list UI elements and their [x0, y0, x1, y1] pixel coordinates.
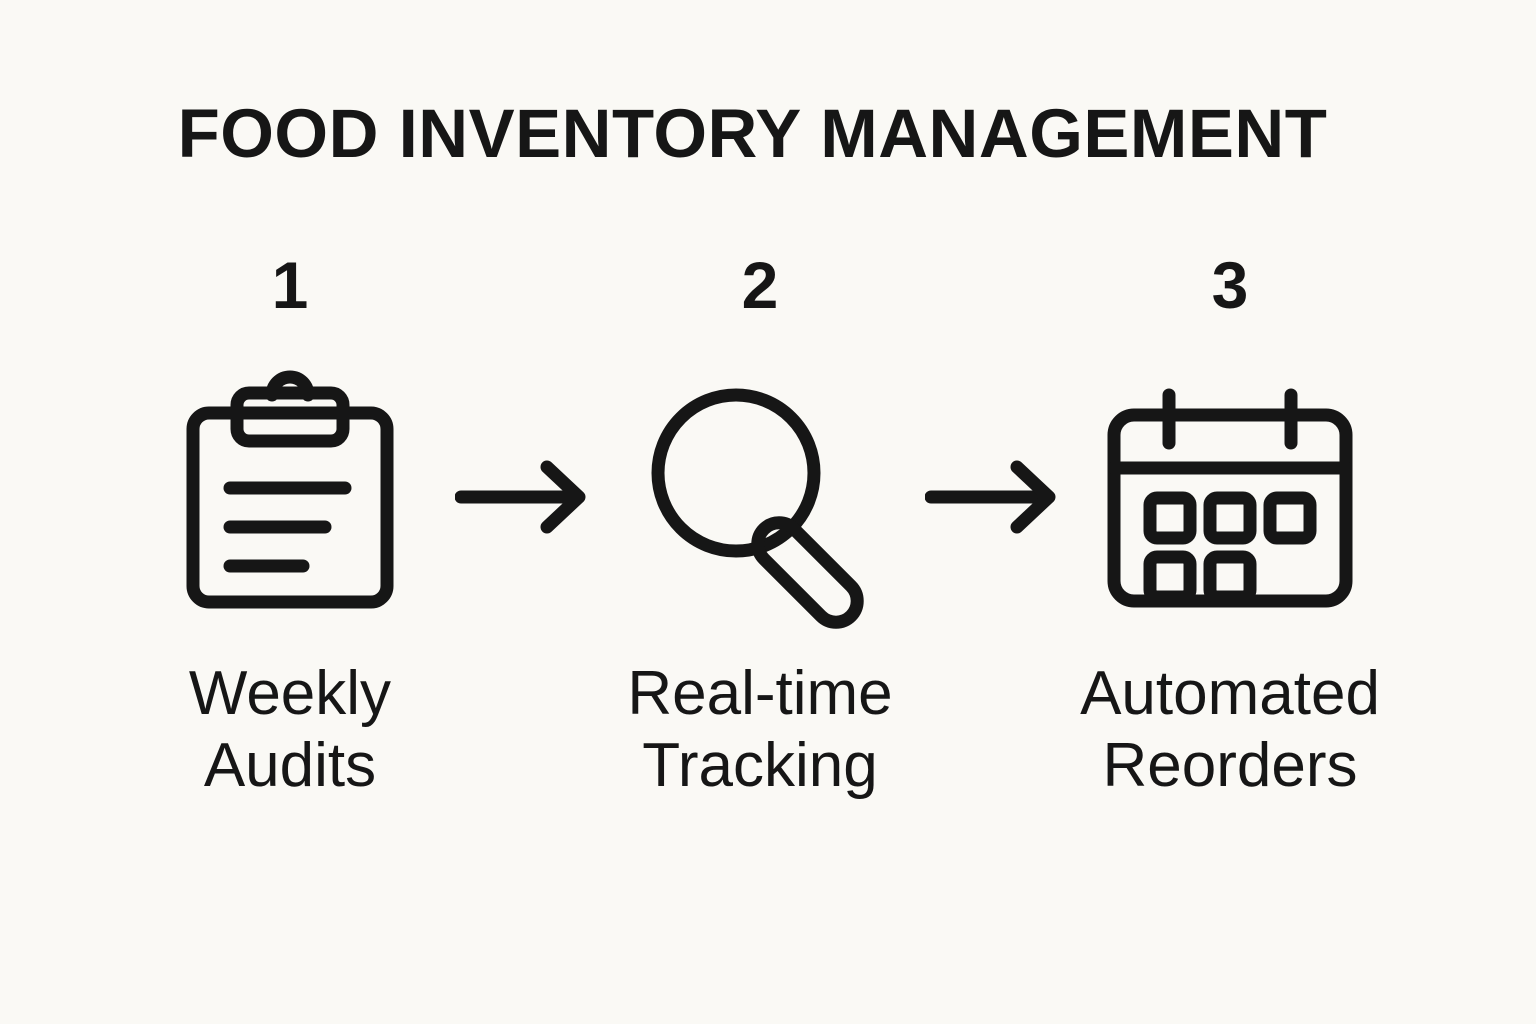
magnifier-icon [635, 372, 885, 629]
process-steps: 1 Weekly Audits [0, 252, 1520, 812]
calendar-icon [1105, 372, 1355, 622]
step-label-3: Automated Reorders [1080, 659, 1380, 800]
step-number-1: 1 [271, 248, 309, 322]
step-label-2: Real-time Tracking [627, 659, 893, 800]
step-number-3: 3 [1211, 248, 1249, 322]
clipboard-icon [165, 370, 415, 622]
arrow-right-icon-2 [910, 372, 1080, 622]
arrow-right-icon-1 [440, 372, 610, 622]
step-label-1: Weekly Audits [188, 659, 392, 800]
process-step-2: 2 Real-time Tracking [610, 252, 910, 802]
process-step-3: 3 Auto [1080, 252, 1380, 802]
process-step-1: 1 Weekly Audits [140, 252, 440, 802]
step-number-2: 2 [741, 248, 779, 322]
page-title: FOOD INVENTORY MANAGEMENT [177, 95, 1328, 172]
